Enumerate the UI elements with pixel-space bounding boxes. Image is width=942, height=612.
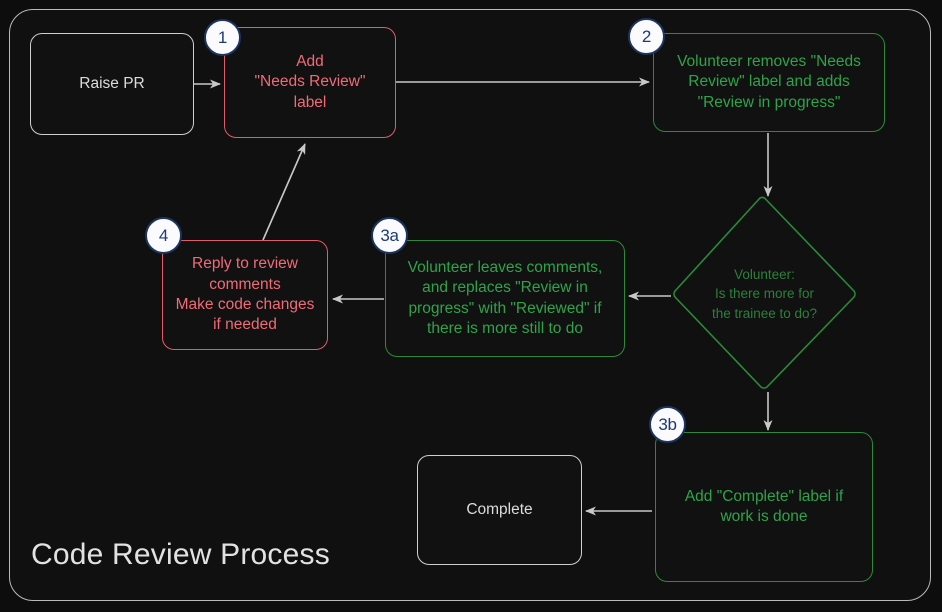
badge-step-3a-label: 3a <box>380 225 399 245</box>
page-title: Code Review Process <box>31 538 330 571</box>
node-add-complete-label[interactable]: Add "Complete" label if work is done <box>655 432 873 582</box>
node-reply-to-review[interactable]: Reply to review comments Make code chang… <box>162 240 328 350</box>
badge-step-3b-label: 3b <box>658 414 677 434</box>
node-decision-more-work-label: Volunteer: Is there more for the trainee… <box>711 266 818 321</box>
node-complete[interactable]: Complete <box>417 455 582 565</box>
node-volunteer-removes[interactable]: Volunteer removes "Needs Review" label a… <box>653 33 885 132</box>
node-volunteer-removes-label: Volunteer removes "Needs Review" label a… <box>677 52 861 111</box>
node-add-needs-review-label: Add "Needs Review" label <box>254 52 366 111</box>
node-add-needs-review[interactable]: Add "Needs Review" label <box>224 27 396 138</box>
node-complete-label: Complete <box>466 500 533 518</box>
badge-step-1-label: 1 <box>217 27 228 47</box>
node-volunteer-leaves-comments[interactable]: Volunteer leaves comments, and replaces … <box>385 240 625 357</box>
node-volunteer-leaves-comments-label: Volunteer leaves comments, and replaces … <box>407 258 603 337</box>
badge-step-1: 1 <box>204 19 241 56</box>
badge-step-3b: 3b <box>649 406 686 443</box>
node-raise-pr-label: Raise PR <box>79 74 145 92</box>
node-decision-more-work[interactable]: Volunteer: Is there more for the trainee… <box>673 197 856 391</box>
node-reply-to-review-label: Reply to review comments Make code chang… <box>175 255 315 334</box>
badge-step-2: 2 <box>628 18 665 55</box>
badge-step-3a: 3a <box>371 217 408 254</box>
badge-step-4: 4 <box>145 217 182 254</box>
badge-step-2-label: 2 <box>641 26 652 46</box>
badge-step-4-label: 4 <box>158 225 169 245</box>
node-add-complete-label-text: Add "Complete" label if work is done <box>684 487 844 525</box>
node-raise-pr[interactable]: Raise PR <box>30 33 194 135</box>
